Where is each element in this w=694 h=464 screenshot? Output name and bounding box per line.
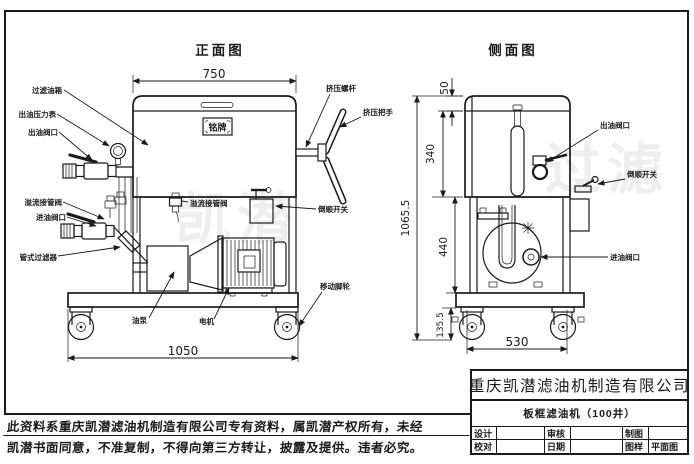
vertical-pipes [118,177,138,233]
side-switch-lever [574,175,599,193]
label-casters: 移动脚轮 [320,281,350,291]
side-base-platform [455,292,585,308]
inlet-valve-assembly [60,212,149,264]
label-side-outlet-valve: 出油阀口 [600,120,630,130]
dim-135-5-text: 135.5 [436,312,446,338]
overflow-valve-center [168,192,183,223]
side-switch-box [569,198,590,232]
caster-wheel-left [67,306,95,341]
cell-date-value [571,440,623,453]
side-outlet-valve [531,153,568,181]
cell-sheet-label: 图样 [623,440,649,453]
side-view-title: 侧面图 [488,42,538,58]
cell-review-label: 审核 [545,427,571,440]
label-inlet-valve-port: 进油阀口 [36,212,66,222]
outlet-valve-assembly [62,153,133,180]
dim-1050-text: 1050 [168,344,199,358]
frame-columns [132,197,297,293]
dim-440: 440 [438,196,470,294]
title-block: 重庆凯潜滤油机制造有限公司 板框滤油机（100井） 设计 审核 制图 校对 日期… [469,369,689,455]
label-squeeze-handle: 挤压把手 [363,107,393,117]
oil-pump-body [146,245,189,292]
cell-review-value [571,427,623,440]
cell-draft-value [649,427,687,440]
front-view-labels: 过滤油箱 出油压力表 出油阀口 溢流接管阀 进油阀口 管式过滤器 溢流接管阀 倒… [19,83,393,327]
label-motor: 电机 [199,316,214,326]
cell-date-label: 日期 [545,440,571,453]
caster-wheel-right [273,306,301,341]
copyright-notice: 此资料系重庆凯潜滤油机制造有限公司专有资料，属凯潜产权所有，未经 凯潜书面同意，… [3,413,471,455]
side-view: 侧面图 [400,42,657,354]
cell-design-label: 设计 [472,427,497,440]
filter-tube [510,104,525,197]
dim-750-text: 750 [203,67,226,81]
notice-line-2: 凯潜书面同意，不准复制，不得向第三方转让，披露及提供。违者必究。 [6,440,424,455]
dim-135-5: 135.5 [436,307,456,341]
dim-340: 340 [425,110,463,198]
product-name: 板框滤油机（100井） [472,401,687,427]
label-side-reversing-switch: 倒顺开关 [626,169,657,179]
dim-1065-5: 1065.5 [400,95,463,341]
label-outlet-pressure-gauge: 出油压力表 [19,109,57,119]
pump-motor-group [133,235,287,297]
overflow-fittings [104,191,127,218]
nameplate: 铭牌 [202,117,233,136]
dim-530-text: 530 [506,335,529,349]
cell-design-value [497,427,545,440]
base-platform [67,292,299,308]
title-block-table: 设计 审核 制图 校对 日期 图样 平面图 [472,427,687,453]
label-oil-pump: 油泵 [132,315,147,325]
dim-530: 530 [466,310,568,354]
dim-750: 750 [132,67,297,93]
side-view-labels: 出油阀口 倒顺开关 进油阀口 [540,120,657,262]
side-frame-columns [469,197,571,293]
label-filter-tank: 过滤油箱 [32,85,62,95]
side-pump-group [477,205,543,288]
company-name: 重庆凯潜滤油机制造有限公司 [469,371,689,401]
dim-340-text: 340 [425,144,437,164]
cell-proof-label: 校对 [472,440,497,453]
label-squeeze-screw: 挤压螺杆 [326,83,356,93]
label-reversing-switch-front: 倒顺开关 [317,204,348,214]
dim-1065-5-text: 1065.5 [400,200,412,237]
front-view-title: 正面图 [195,43,245,58]
cell-draft-label: 制图 [623,427,649,440]
label-outlet-valve-port: 出油阀口 [28,127,58,137]
dim-440-text: 440 [438,237,450,257]
bell-housing [189,236,223,291]
front-view: 正面图 750 铭牌 [19,43,393,362]
label-tube-filter: 管式过滤器 [20,252,58,262]
cell-sheet-value: 平面图 [651,442,679,452]
nameplate-text: 铭牌 [208,122,226,133]
filter-tank: 铭牌 [132,95,297,198]
side-caster-right [549,306,585,341]
squeeze-mechanism [295,108,347,205]
side-caster-left [451,306,486,341]
reversing-switch-box [249,187,274,224]
label-overflow-valve-center: 溢流接管阀 [190,198,228,208]
motor-body [222,237,287,297]
dim-1050: 1050 [67,309,299,362]
notice-line-1: 此资料系重庆凯潜滤油机制造有限公司专有资料，属凯潜产权所有，未经 [3,415,471,436]
label-side-inlet-valve: 进油阀口 [610,252,640,262]
label-overflow-valve-left: 溢流接管阀 [25,197,63,207]
pressure-gauge [109,142,127,167]
cell-proof-value [497,440,545,453]
dim-50-text: 50 [439,81,451,94]
side-tank [464,95,571,198]
